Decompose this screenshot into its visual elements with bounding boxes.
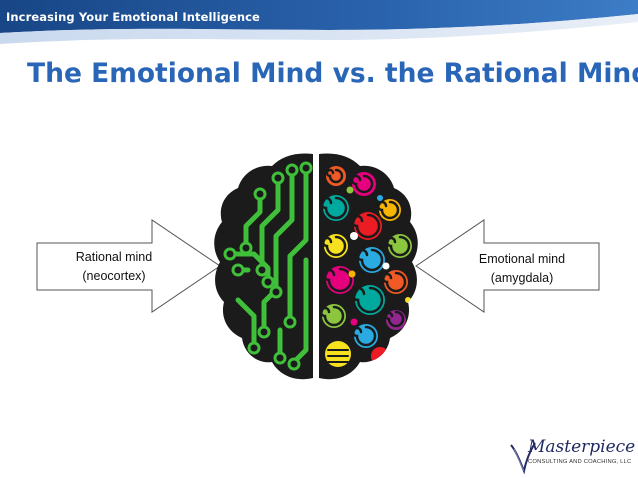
right-pointing-arrow-icon bbox=[36, 219, 221, 313]
rational-mind-arrow: Rational mind (neocortex) bbox=[36, 218, 222, 314]
emotional-mind-label: Emotional mind (amygdala) bbox=[452, 250, 592, 288]
header-bar: Increasing Your Emotional Intelligence bbox=[0, 0, 638, 48]
rational-mind-line1: Rational mind bbox=[75, 250, 153, 264]
header-subtitle: Increasing Your Emotional Intelligence bbox=[6, 10, 260, 24]
logo-tagline: CONSULTING AND COACHING, LLC bbox=[528, 459, 632, 465]
logo-name: Masterpiece bbox=[528, 437, 636, 457]
masterpiece-logo: Masterpiece CONSULTING AND COACHING, LLC bbox=[508, 437, 636, 475]
rational-mind-line2: (neocortex) bbox=[82, 269, 146, 283]
emotional-mind-line1: Emotional mind bbox=[478, 252, 566, 266]
header-swoosh bbox=[0, 0, 638, 44]
rational-mind-label: Rational mind (neocortex) bbox=[44, 248, 184, 286]
emotional-mind-arrow: Emotional mind (amygdala) bbox=[414, 218, 600, 314]
slide-title: The Emotional Mind vs. the Rational Mind bbox=[27, 58, 638, 89]
emotional-mind-line2: (amygdala) bbox=[490, 271, 554, 285]
masterpiece-logo-mark-icon bbox=[510, 442, 536, 475]
left-pointing-arrow-icon bbox=[415, 219, 600, 313]
brain-illustration bbox=[210, 150, 422, 388]
